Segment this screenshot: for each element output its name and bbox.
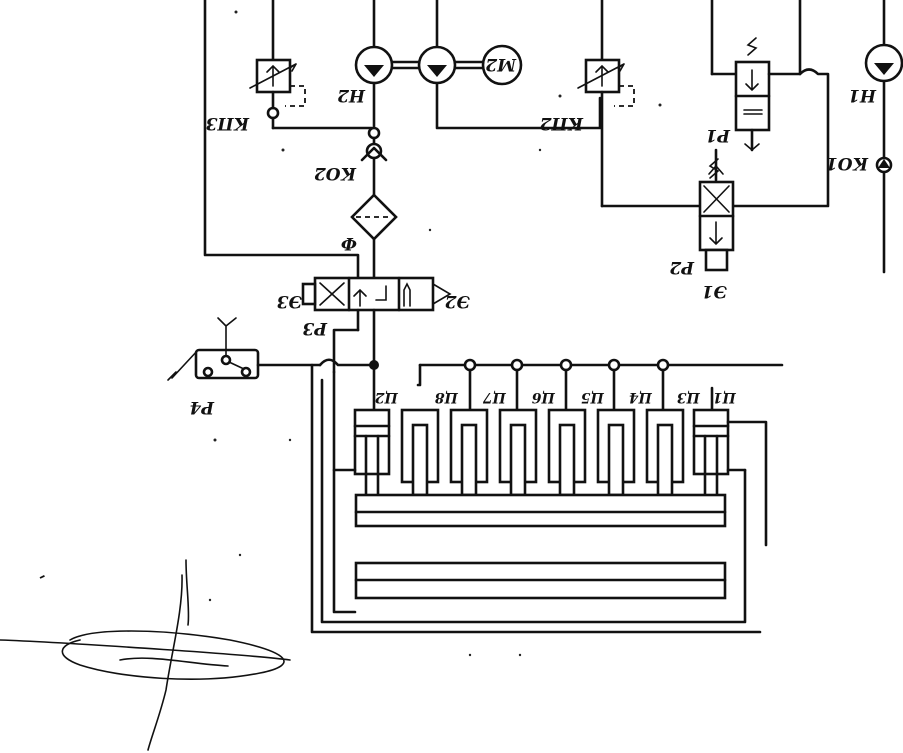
check-valve-ko2 [360, 126, 388, 197]
motor-m2: М2 [481, 44, 523, 86]
left-return-line [203, 0, 360, 280]
pump-n1 [864, 0, 903, 274]
valve-r2 [698, 148, 735, 272]
label-c7: Ц7 [482, 389, 507, 405]
cylinder-c2 [353, 408, 391, 497]
cylinder-c6 [498, 408, 538, 497]
label-r1: Р1 [705, 125, 731, 145]
label-c1: Ц1 [713, 389, 737, 405]
drain-lines [310, 363, 762, 634]
motor-m2-label: М2 [485, 54, 517, 74]
lower-platen [354, 561, 727, 600]
label-ko1: КО1 [826, 153, 869, 173]
rail-junctions [463, 358, 714, 412]
cylinder-c5 [547, 408, 587, 497]
pump-n2 [354, 0, 394, 130]
label-kp2: КП2 [539, 113, 584, 133]
label-c6: Ц6 [531, 389, 556, 405]
label-f: Ф [341, 233, 357, 253]
cylinder-c1 [692, 408, 768, 547]
label-c5: Ц5 [581, 389, 605, 405]
relief-valve-kp3 [249, 0, 374, 130]
scan-noise [208, 10, 662, 657]
upper-platen [354, 493, 727, 528]
manifold-rail [318, 358, 784, 412]
handwritten-signature [0, 559, 291, 751]
shaft-coupling [390, 60, 486, 70]
label-c3: Ц3 [676, 389, 701, 405]
relief-valve-kp2 [577, 0, 702, 208]
label-r2: Р2 [669, 257, 695, 277]
label-n1: Н1 [848, 85, 877, 105]
cylinder-c4 [596, 408, 636, 497]
pressure-switch-r4 [167, 317, 322, 381]
valve-r1 [698, 0, 830, 208]
directional-valve-r3 [301, 276, 452, 374]
label-c8: Ц8 [434, 389, 459, 405]
pump-n2-second [417, 0, 602, 130]
cylinder-c3 [645, 408, 685, 497]
label-e1: Э1 [702, 281, 727, 301]
label-c4: Ц4 [629, 389, 653, 405]
label-r4: Р4 [189, 397, 215, 417]
label-r3: Р3 [302, 318, 328, 338]
cylinder-c7 [449, 408, 489, 497]
label-c2: Ц2 [374, 389, 399, 405]
component-labels: КП3 Н2 КП2 Р1 Н1 КО1 КО2 Ф Р2 Э1 Э3 Э2 Р… [189, 85, 877, 417]
label-kp3: КП3 [205, 113, 250, 133]
cylinder-c8 [400, 408, 440, 497]
label-e3: Э3 [276, 291, 302, 311]
label-e2: Э2 [444, 291, 470, 311]
filter-f [350, 193, 398, 280]
label-n2: Н2 [337, 85, 366, 105]
label-ko2: КО2 [314, 163, 357, 183]
